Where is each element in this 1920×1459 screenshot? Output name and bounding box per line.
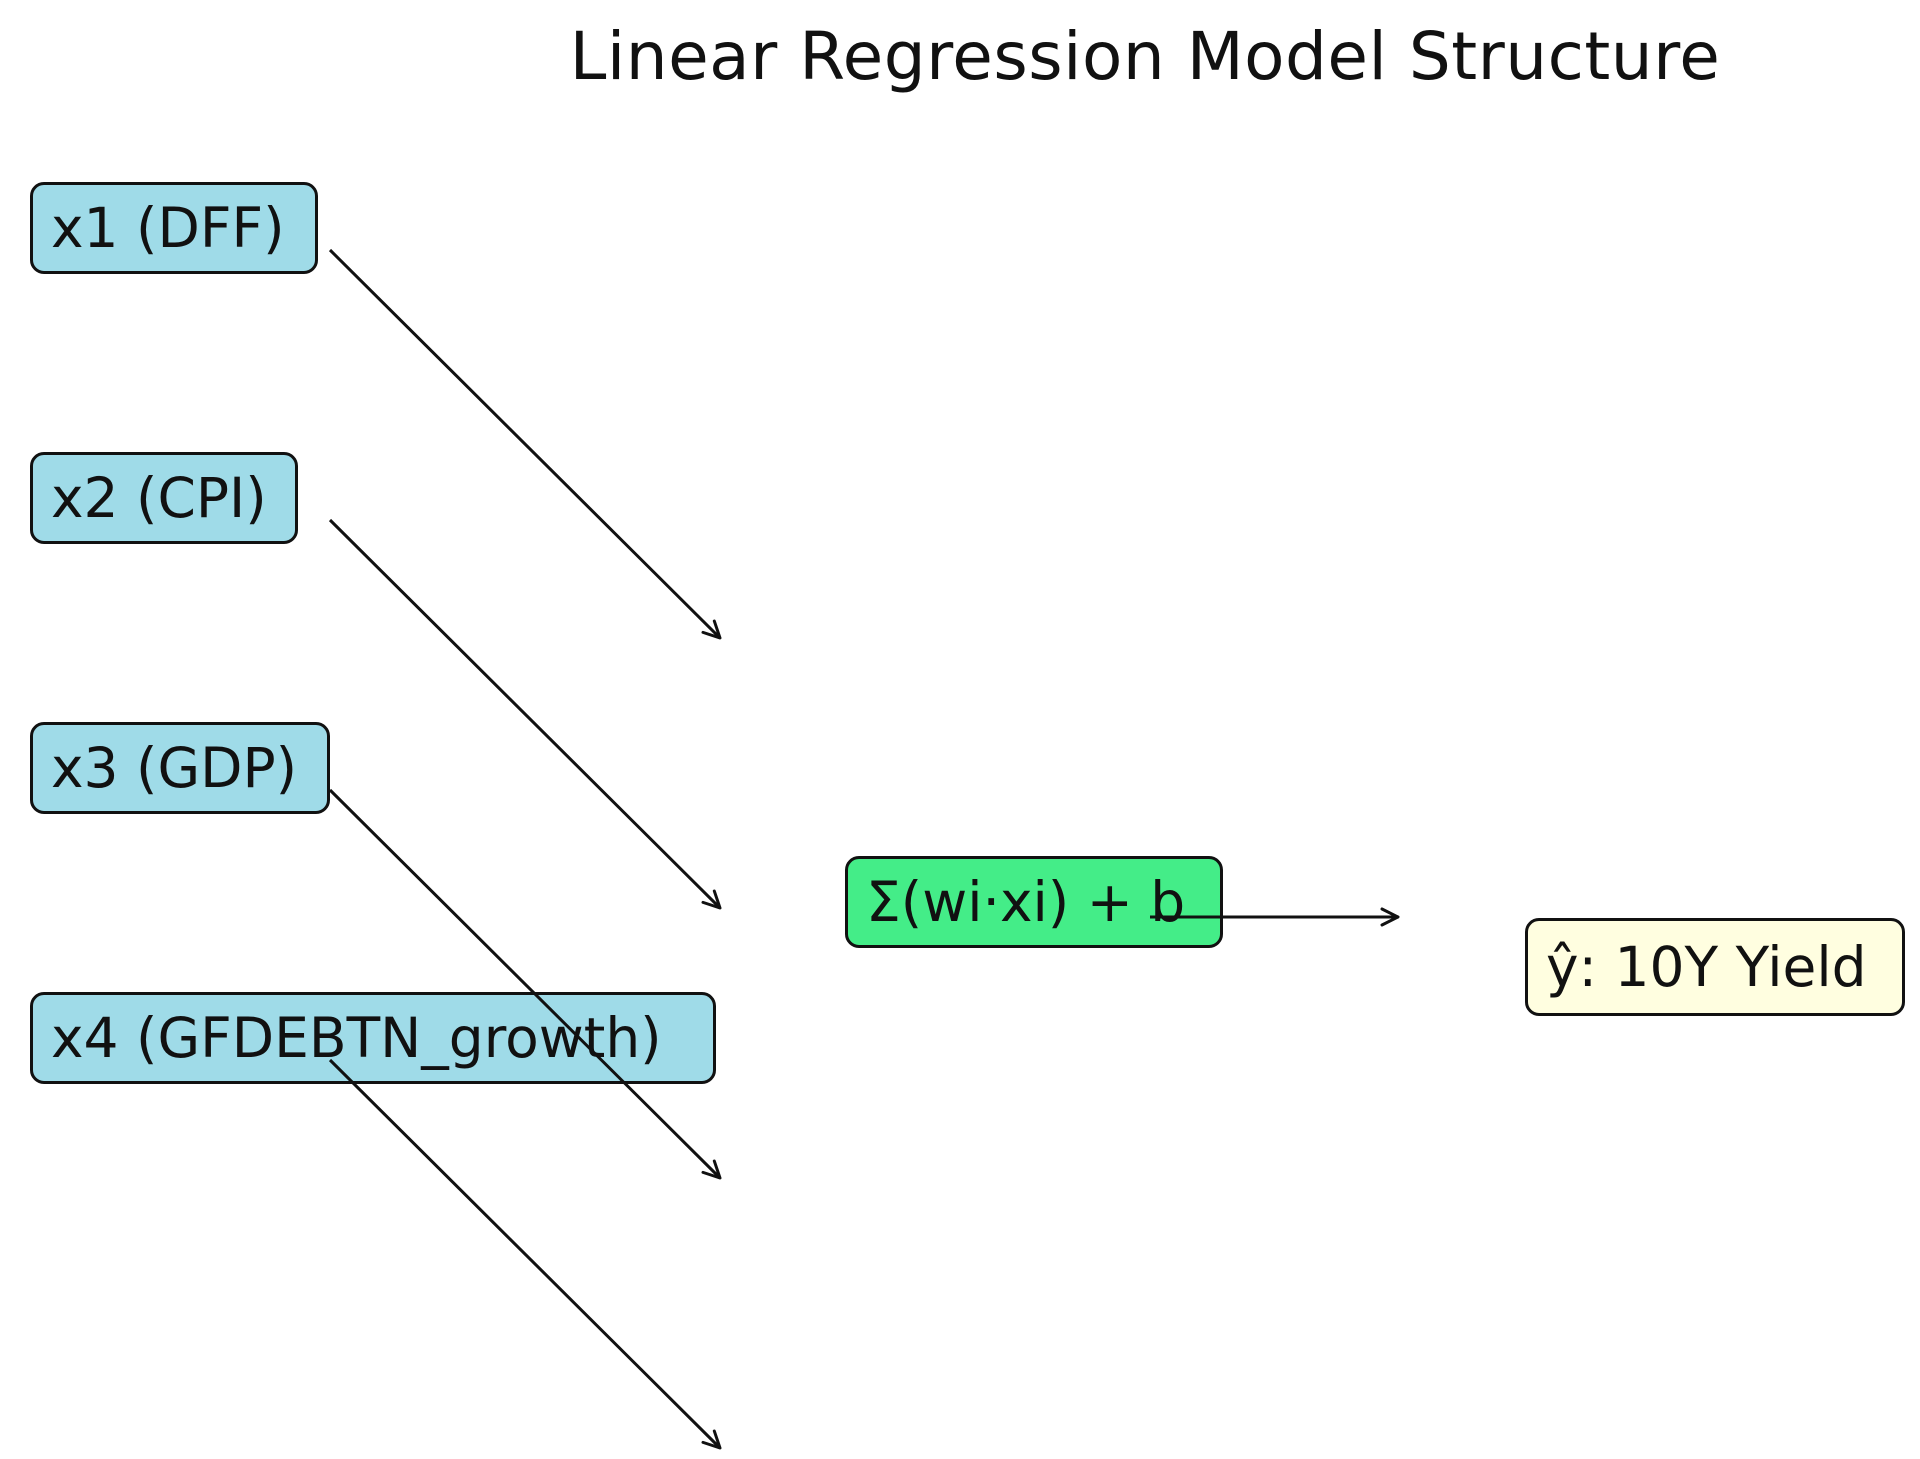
weighted-sum-node: Σ(wi·xi) + b bbox=[845, 856, 1223, 948]
input-node-x3: x3 (GDP) bbox=[30, 722, 330, 814]
arrow-x3-to-sum bbox=[328, 788, 722, 1180]
diagram-title: Linear Regression Model Structure bbox=[569, 18, 1721, 95]
arrow-x1-to-sum bbox=[328, 248, 722, 640]
arrow-x4-to-sum bbox=[328, 1058, 722, 1450]
input-node-x1: x1 (DFF) bbox=[30, 182, 318, 274]
input-node-x2: x2 (CPI) bbox=[30, 452, 298, 544]
input-node-x4: x4 (GFDEBTN_growth) bbox=[30, 992, 716, 1084]
output-node: ŷ: 10Y Yield bbox=[1525, 918, 1905, 1016]
arrow-x2-to-sum bbox=[328, 518, 722, 910]
